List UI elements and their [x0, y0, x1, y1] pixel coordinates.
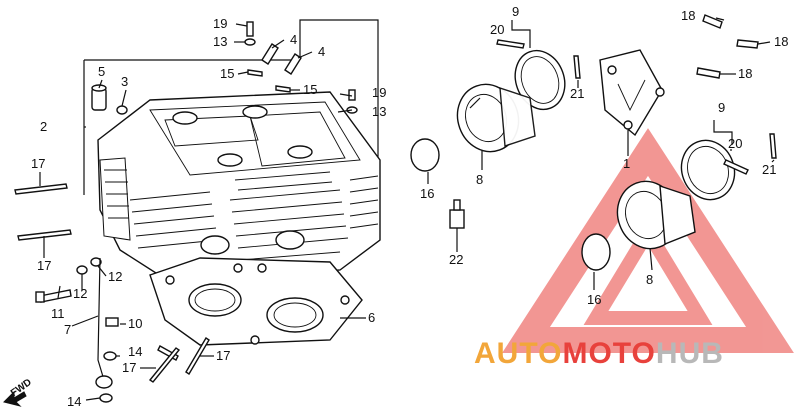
- insulator-left: [456, 83, 536, 153]
- o-ring-16-right: [581, 233, 611, 271]
- callout-8: 8: [476, 172, 483, 187]
- dowel-pin: [91, 84, 107, 111]
- spark-plug: [449, 199, 465, 240]
- forward-arrow-icon: [3, 390, 27, 407]
- callout-21: 21: [762, 162, 776, 177]
- bolt-19-13-right: [346, 89, 358, 114]
- callout-19: 19: [213, 16, 227, 31]
- hose-clamp-right: [680, 120, 736, 201]
- callout-15: 15: [303, 82, 317, 97]
- callout-12: 12: [73, 286, 87, 301]
- watermark-part-moto: MOTO: [562, 337, 655, 370]
- stud-bolts: [14, 183, 210, 383]
- callout-16: 16: [420, 186, 434, 201]
- callout-9: 9: [512, 4, 519, 19]
- callout-1: 1: [623, 156, 630, 171]
- screw-20-right: [723, 159, 749, 175]
- callout-14: 14: [128, 344, 142, 359]
- head-gasket: [149, 257, 366, 346]
- callout-12: 12: [108, 269, 122, 284]
- watermark-part-hub: HUB: [656, 337, 724, 370]
- bracket-plate: [599, 49, 665, 137]
- callout-14: 14: [67, 394, 81, 409]
- o-ring-small: [116, 105, 128, 115]
- callout-22: 22: [449, 252, 463, 267]
- insulator-right: [616, 180, 696, 250]
- o-ring-16-left: [410, 138, 440, 172]
- callout-18: 18: [681, 8, 695, 23]
- clips-15: [247, 69, 291, 93]
- washers-12: [76, 257, 102, 275]
- callout-20: 20: [490, 22, 504, 37]
- callout-7: 7: [64, 322, 71, 337]
- callout-17: 17: [37, 258, 51, 273]
- callout-5: 5: [98, 64, 105, 79]
- callout-labels: 19 13 4 4 5 3 15 15 2 19 13 17 17 12 12 …: [31, 4, 788, 409]
- callout-20: 20: [728, 136, 742, 151]
- callout-10: 10: [128, 316, 142, 331]
- cylinder-head: [83, 19, 381, 283]
- callout-13: 13: [372, 104, 386, 119]
- callout-15: 15: [220, 66, 234, 81]
- callout-13: 13: [213, 34, 227, 49]
- callout-19: 19: [372, 85, 386, 100]
- callout-6: 6: [368, 310, 375, 325]
- callout-16: 16: [587, 292, 601, 307]
- hose-clamp-left: [511, 20, 566, 111]
- fittings-4: [261, 43, 302, 75]
- callout-18: 18: [738, 66, 752, 81]
- leader-lines: [39, 17, 775, 401]
- callout-4: 4: [290, 32, 297, 47]
- callout-11: 11: [51, 306, 65, 321]
- bolt-21-right: [769, 133, 777, 159]
- bolts-18: [696, 14, 759, 79]
- svg-text:AUTOMOTOHUB: AUTOMOTOHUB: [474, 337, 724, 370]
- callout-3: 3: [121, 74, 128, 89]
- screw-20-left: [496, 39, 525, 49]
- callout-2: 2: [40, 119, 47, 134]
- callout-8: 8: [646, 272, 653, 287]
- callout-21: 21: [570, 86, 584, 101]
- callout-17: 17: [216, 348, 230, 363]
- callout-17: 17: [122, 360, 136, 375]
- watermark-part-auto: AUTO: [474, 337, 562, 370]
- callout-9: 9: [718, 100, 725, 115]
- callout-17: 17: [31, 156, 45, 171]
- callout-18: 18: [774, 34, 788, 49]
- oil-pipe: [95, 257, 119, 403]
- watermark-logo: AUTOMOTOHUB: [474, 337, 724, 370]
- callout-4: 4: [318, 44, 325, 59]
- bolt-11: [35, 289, 72, 303]
- bolt-21-left: [573, 55, 581, 79]
